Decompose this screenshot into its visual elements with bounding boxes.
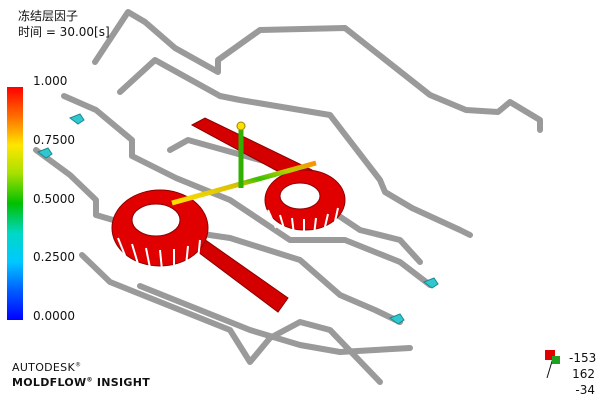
result-header: 冻结层因子 时间 = 30.00[s]	[18, 8, 110, 40]
cooling-line-left-1	[61, 93, 433, 288]
runner	[171, 160, 317, 206]
coolant-inlets	[36, 113, 439, 325]
part-cavity-right	[190, 117, 346, 236]
cooling-line-bottom-2	[137, 283, 413, 355]
triad-x: -153	[569, 351, 597, 365]
triad-coordinates: -153 162 -34	[569, 350, 597, 398]
runner-system	[171, 121, 317, 206]
moldflow-logo: MOLDFLOW® INSIGHT	[12, 376, 151, 389]
autodesk-logo: AUTODESK®	[12, 361, 82, 374]
scale-tick: 0.2500	[33, 250, 75, 264]
orientation-triad	[545, 350, 560, 379]
cooling-line-top-outer	[92, 9, 543, 133]
sprue-tip	[236, 121, 246, 131]
scale-tick-max: 1.000	[33, 74, 68, 88]
result-title: 冻结层因子	[18, 9, 79, 23]
coolant-inlet-arrow	[68, 113, 85, 125]
cooling-line-left-2	[33, 147, 403, 325]
triad-y: 162	[572, 367, 595, 381]
triad-z: -34	[575, 383, 595, 397]
part-cavity-left	[111, 189, 289, 313]
coolant-inlet-arrow	[422, 277, 439, 289]
cooling-channels	[33, 9, 543, 385]
coolant-inlet-arrow	[388, 313, 405, 325]
scale-tick: 0.7500	[33, 133, 75, 147]
scale-tick: 0.5000	[33, 192, 75, 206]
scale-tick-min: 0.0000	[33, 309, 75, 323]
coolant-inlet-arrow	[36, 147, 53, 159]
color-scale-bar	[7, 87, 23, 320]
cooling-line-top-inner	[117, 57, 473, 238]
time-label: 时间 = 30.00[s]	[18, 25, 110, 39]
cooling-line-bottom	[79, 252, 383, 385]
